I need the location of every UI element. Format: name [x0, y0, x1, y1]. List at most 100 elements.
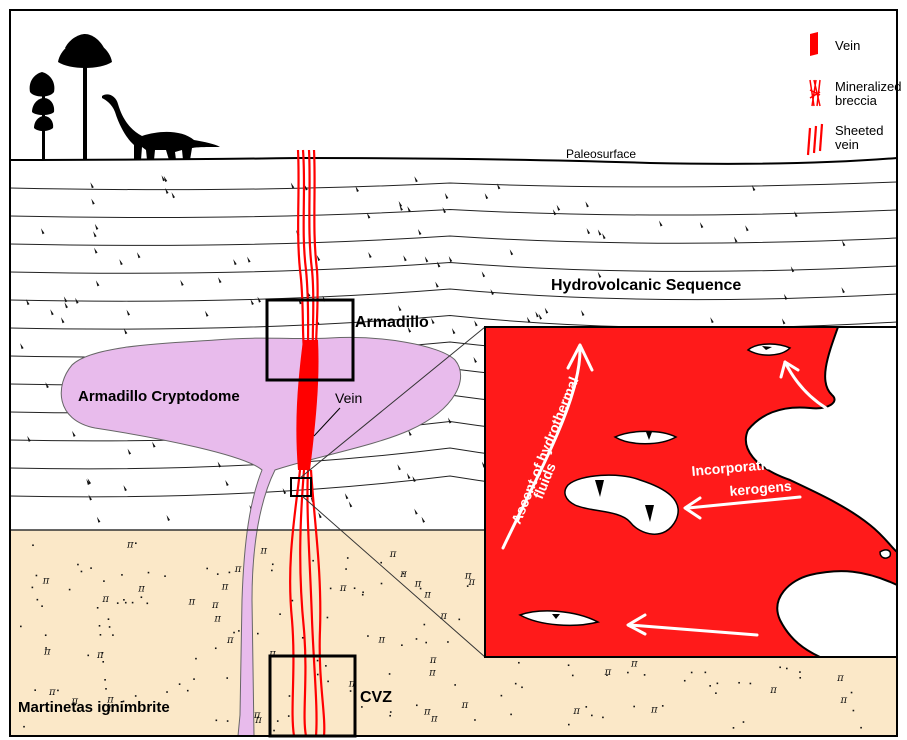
ignimbrite-speckle: [121, 574, 123, 576]
ignimbrite-speckle: [347, 557, 349, 559]
ignimbrite-speckle: [279, 613, 281, 615]
hydrovolcanic-label: Hydrovolcanic Sequence: [551, 277, 741, 294]
ignimbrite-speckle: [367, 635, 369, 637]
ignimbrite-pi-mark: π: [101, 594, 109, 605]
ignimbrite-speckle: [424, 624, 426, 626]
ignimbrite-speckle: [81, 571, 83, 573]
ignimbrite-speckle: [34, 689, 36, 691]
ignimbrite-pi-mark: π: [221, 581, 229, 592]
ignimbrite-speckle: [350, 690, 352, 692]
ignimbrite-speckle: [132, 602, 134, 604]
ignimbrite-pi-mark: π: [461, 700, 469, 711]
ignimbrite-speckle: [257, 633, 259, 635]
ignimbrite-speckle: [362, 594, 364, 596]
ignimbrite-speckle: [125, 602, 127, 604]
ignimbrite-speckle: [717, 683, 719, 685]
ignimbrite-speckle: [361, 706, 363, 708]
cryptodome-label: Armadillo Cryptodome: [78, 388, 240, 405]
ignimbrite-pi-mark: π: [423, 707, 431, 718]
ignimbrite-speckle: [518, 662, 520, 664]
ignimbrite-speckle: [389, 673, 391, 675]
ignimbrite-speckle: [99, 625, 101, 627]
ignimbrite-speckle: [362, 591, 364, 593]
ignimbrite-pi-mark: π: [259, 545, 267, 556]
ignimbrite-speckle: [87, 655, 89, 657]
ignimbrite-speckle: [521, 686, 523, 688]
legend-vein-symbol: [810, 32, 818, 56]
ignimbrite-speckle: [585, 706, 587, 708]
ignimbrite-speckle: [390, 711, 392, 713]
ignimbrite-speckle: [77, 564, 79, 566]
paleosurface-label: Paleosurface: [566, 147, 636, 161]
ignimbrite-speckle: [32, 587, 34, 589]
ignimbrite-speckle: [853, 710, 855, 712]
ignimbrite-pi-mark: π: [430, 713, 438, 724]
ignimbrite-speckle: [272, 563, 274, 565]
ignimbrite-speckle: [216, 720, 218, 722]
ignimbrite-pi-mark: π: [429, 655, 437, 666]
ignimbrite-pi-mark: π: [137, 583, 145, 594]
ignimbrite-speckle: [227, 720, 229, 722]
ignimbrite-speckle: [662, 705, 664, 707]
ignimbrite-speckle: [325, 665, 327, 667]
ignimbrite-speckle: [602, 717, 604, 719]
ignimbrite-speckle: [302, 637, 304, 639]
ignimbrite-speckle: [705, 672, 707, 674]
ignimbrite-pi-mark: π: [650, 705, 658, 716]
ignimbrite-speckle: [416, 704, 418, 706]
ignimbrite-pi-mark: π: [423, 590, 431, 601]
ignimbrite-speckle: [100, 634, 102, 636]
ignimbrite-speckle: [312, 560, 314, 562]
ignimbrite-speckle: [380, 562, 382, 564]
ignimbrite-pi-mark: π: [464, 571, 472, 582]
ignimbrite-speckle: [381, 583, 383, 585]
ignimbrite-pi-mark: π: [399, 569, 407, 580]
cvz-label: CVZ: [360, 689, 392, 706]
ignimbrite-speckle: [458, 619, 460, 621]
ignimbrite-pi-mark: π: [42, 575, 50, 586]
ignimbrite-speckle: [354, 587, 356, 589]
host-rock-mid: [880, 550, 890, 558]
ignimbrite-speckle: [32, 544, 34, 546]
ignimbrite-pi-mark: π: [234, 564, 242, 575]
legend-sheeted-label-1: Sheeted: [835, 123, 883, 138]
ignimbrite-speckle: [206, 568, 208, 570]
ignimbrite-speckle: [568, 664, 570, 666]
ignimbrite-pi-mark: π: [630, 658, 638, 669]
ignimbrite-speckle: [123, 599, 125, 601]
ignimbrite-speckle: [166, 691, 168, 693]
ignimbrite-speckle: [327, 617, 329, 619]
ignimbrite-speckle: [447, 641, 449, 643]
ignimbrite-speckle: [799, 671, 801, 673]
ignimbrite-speckle: [20, 626, 22, 628]
legend-breccia-label-1: Mineralized: [835, 79, 901, 94]
ignimbrite-speckle: [510, 714, 512, 716]
ignimbrite-speckle: [273, 730, 275, 732]
ignimbrite-speckle: [148, 572, 150, 574]
ignimbrite-pi-mark: π: [43, 647, 51, 658]
ignimbrite-pi-mark: π: [213, 614, 221, 625]
ignimbrite-speckle: [715, 692, 717, 694]
ignimbrite-speckle: [97, 607, 99, 609]
ignimbrite-speckle: [454, 684, 456, 686]
ignimbrite-pi-mark: π: [604, 667, 612, 678]
ignimbrite-pi-mark: π: [188, 597, 196, 608]
legend-vein-label: Vein: [835, 38, 860, 53]
ignimbrite-speckle: [103, 580, 105, 582]
ignimbrite-speckle: [633, 706, 635, 708]
ignimbrite-pi-mark: π: [211, 600, 219, 611]
ignimbrite-speckle: [799, 677, 801, 679]
ignimbrite-pi-mark: π: [769, 685, 777, 696]
ignimbrite-pi-mark: π: [96, 650, 104, 661]
ignimbrite-speckle: [105, 688, 107, 690]
ignimbrite-speckle: [691, 672, 693, 674]
ignimbrite-speckle: [330, 588, 332, 590]
ignimbrite-speckle: [37, 599, 39, 601]
ignimbrite-speckle: [164, 575, 166, 577]
ignimbrite-speckle: [135, 695, 137, 697]
ignimbrite-speckle: [41, 605, 43, 607]
ignimbrite-speckle: [709, 685, 711, 687]
ignimbrite-speckle: [288, 715, 290, 717]
ignimbrite-speckle: [317, 660, 319, 662]
ignimbrite-pi-mark: π: [226, 635, 234, 646]
